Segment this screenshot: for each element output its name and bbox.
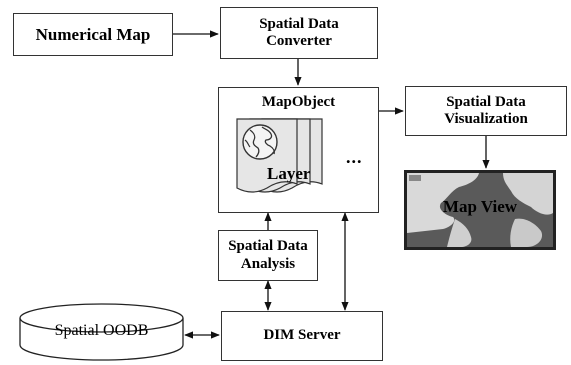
dim-server-box: DIM Server <box>221 311 383 361</box>
analysis-label-line1: Spatial Data <box>228 238 308 255</box>
numerical-map-label: Numerical Map <box>35 24 151 44</box>
map-view-panel: Map View <box>404 170 556 250</box>
map-view-label: Map View <box>442 197 518 216</box>
converter-label-line1: Spatial Data <box>259 15 339 32</box>
dim-server-label: DIM Server <box>263 327 341 344</box>
spatial-data-converter-box: Spatial Data Converter <box>220 7 378 59</box>
analysis-label-line2: Analysis <box>240 255 296 272</box>
more-layers-ellipsis: ... <box>346 147 363 167</box>
numerical-map-box: Numerical Map <box>13 13 173 56</box>
spatial-data-analysis-box: Spatial Data Analysis <box>218 230 318 281</box>
visualization-label-line2: Visualization <box>444 111 528 127</box>
spatial-data-visualization-box: Spatial Data Visualization <box>405 86 567 136</box>
visualization-label-line1: Spatial Data <box>446 93 526 110</box>
world-map-image <box>407 173 553 247</box>
mapobject-box: MapObject Layer ... <box>218 87 379 213</box>
spatial-oodb-label: Spatial OODB <box>54 322 149 339</box>
document-globe-icon <box>236 118 298 193</box>
layer-label: Layer <box>267 164 311 183</box>
mapobject-title: MapObject <box>261 94 336 110</box>
spatial-oodb-cylinder <box>19 303 184 361</box>
converter-label-line2: Converter <box>266 33 332 49</box>
